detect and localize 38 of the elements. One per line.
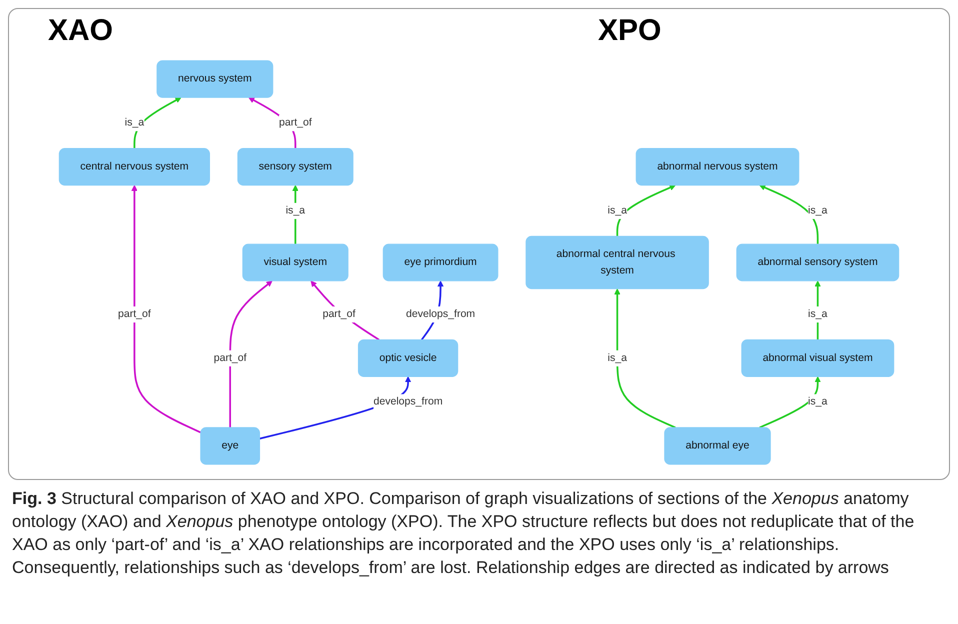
- arrow: [614, 288, 676, 428]
- edge-label: part_of: [278, 116, 312, 128]
- edge-label: is_a: [608, 204, 627, 216]
- edge-label: is_a: [808, 308, 828, 320]
- node-box: eye primordium: [382, 244, 498, 282]
- arrow: [814, 280, 821, 340]
- arrow: [131, 184, 201, 434]
- figure-caption: Fig. 3 Structural comparison of XAO and XPO. Comparison of graph visualizations of sections of the Xenopus anatomy ontology (XAO) and Xenopus phenotype ontology (XPO). The XPO structure reflects but does not reduplicate that of the XAO as only ‘part-of’ and ‘is_a’ XAO relationships are incorporated and the XPO uses only ‘is_a’ relationships. Consequently, relationships such as ‘develops_from’ are lost. Relationship edges are directed as indicated by arrows: [12, 488, 916, 579]
- edge-label: develops_from: [406, 308, 476, 320]
- node-box: nervous system: [156, 60, 274, 98]
- node-box: eye: [200, 427, 260, 465]
- ontology-heading: XPO: [598, 14, 662, 48]
- edge-label: part_of: [214, 352, 247, 364]
- node-box: abnormal central nervous system: [526, 236, 709, 290]
- ontology-heading: XAO: [48, 14, 114, 48]
- node-box: sensory system: [237, 148, 354, 186]
- edge-label: part_of: [322, 308, 356, 320]
- edge-label: is_a: [808, 204, 828, 216]
- edge-label: is_a: [286, 204, 306, 216]
- node-box: abnormal sensory system: [736, 244, 900, 282]
- arrow: [759, 184, 819, 244]
- arrow: [616, 184, 676, 236]
- edge-label: part_of: [118, 308, 151, 320]
- arrow: [229, 280, 272, 428]
- node-box: abnormal visual system: [741, 339, 894, 377]
- arrow: [310, 280, 380, 340]
- node-box: abnormal nervous system: [636, 148, 800, 186]
- node-box: abnormal eye: [664, 427, 771, 465]
- edge-label: is_a: [124, 116, 144, 128]
- arrow: [759, 376, 821, 428]
- node-box: visual system: [242, 244, 348, 282]
- node-box: central nervous system: [58, 148, 210, 186]
- arrow: [134, 97, 182, 148]
- edge-label: is_a: [608, 352, 627, 364]
- edge-label: develops_from: [374, 396, 443, 408]
- node-box: optic vesicle: [358, 339, 458, 377]
- arrow: [292, 184, 298, 244]
- edge-label: is_a: [808, 396, 828, 408]
